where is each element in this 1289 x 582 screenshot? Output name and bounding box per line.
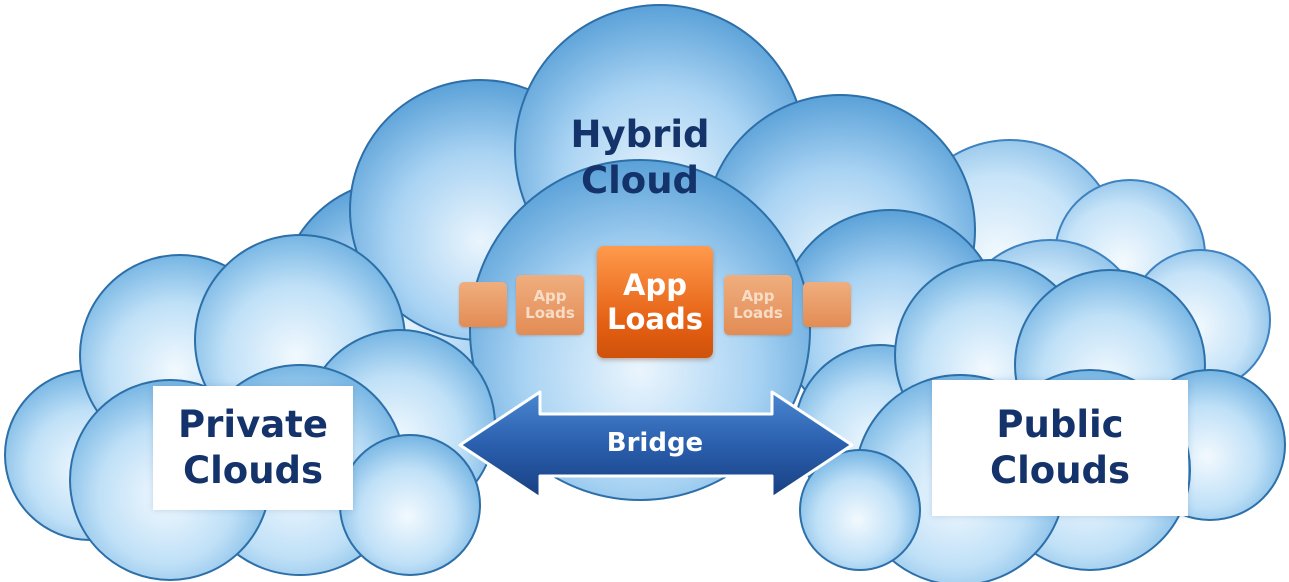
app-loads-main: App Loads — [597, 246, 713, 358]
app-loads-main-line1: App — [623, 268, 687, 302]
bridge-label: Bridge — [606, 428, 704, 458]
private-clouds-label-box: Private Clouds — [153, 386, 353, 510]
public-clouds-line2: Clouds — [989, 449, 1131, 492]
public-clouds-label-box: Public Clouds — [932, 380, 1188, 516]
public-clouds-line1: Public — [996, 403, 1124, 446]
hybrid-cloud-title-line1: Hybrid — [570, 113, 710, 156]
app-load-stub-left — [459, 282, 507, 327]
app-loads-left-line1: App — [533, 287, 567, 305]
hybrid-cloud-title: Hybrid Cloud — [520, 112, 760, 204]
app-loads-right-line1: App — [741, 287, 775, 305]
app-loads-left: App Loads — [516, 275, 584, 335]
app-loads-right: App Loads — [724, 275, 792, 335]
bridge-arrow — [458, 390, 854, 500]
app-loads-main-line2: Loads — [607, 302, 703, 336]
private-clouds-line1: Private — [178, 403, 328, 446]
app-loads-left-line2: Loads — [525, 304, 575, 322]
hybrid-cloud-title-line2: Cloud — [580, 159, 700, 202]
app-loads-right-line2: Loads — [733, 304, 783, 322]
private-clouds-line2: Clouds — [182, 449, 324, 492]
app-load-stub-right — [803, 282, 851, 327]
